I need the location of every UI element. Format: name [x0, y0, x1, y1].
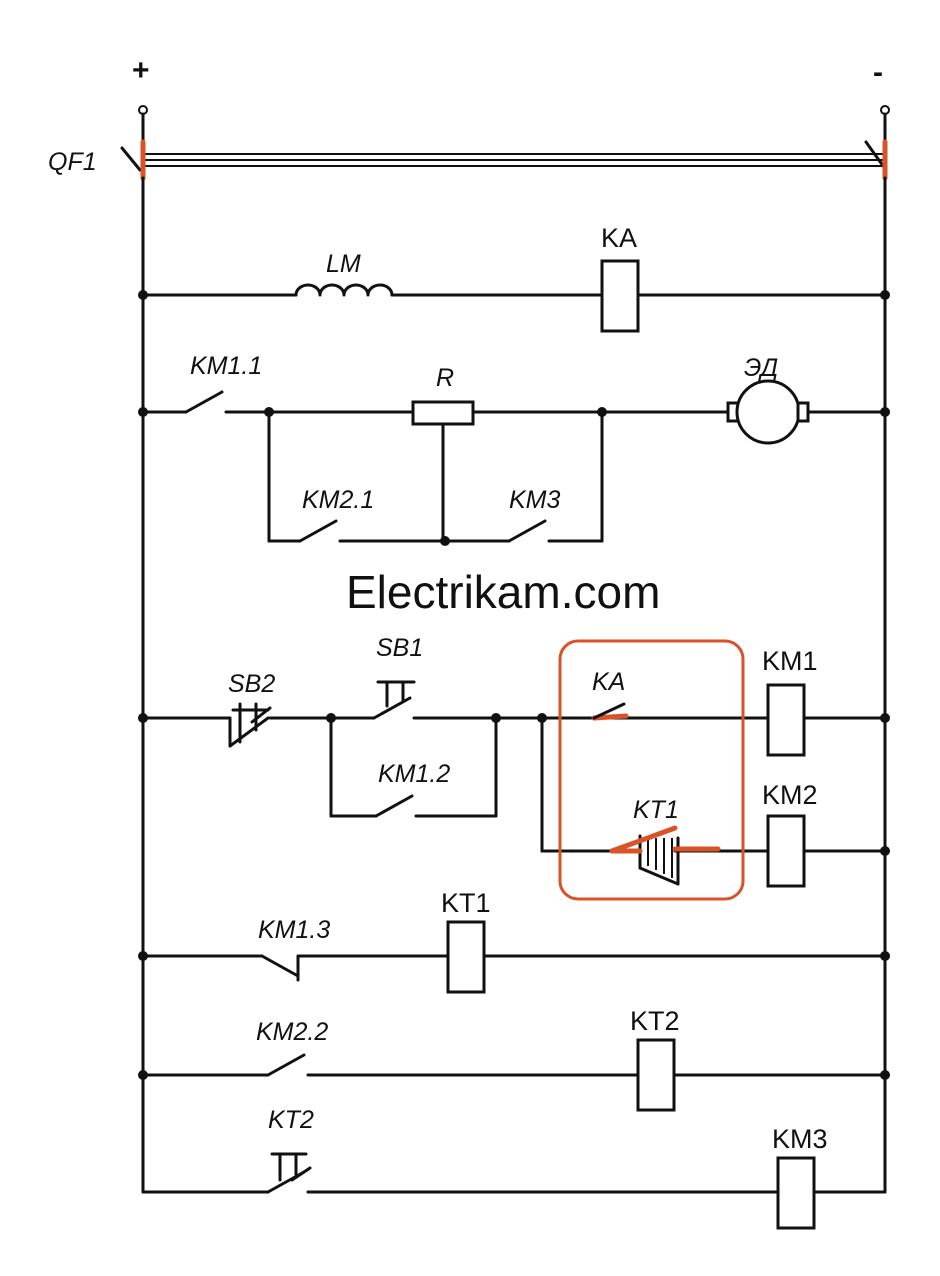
contact-km12-label: KM1.2	[378, 760, 450, 788]
junction-dot	[880, 290, 890, 300]
coil-km2-label: KM2	[762, 780, 818, 810]
row-kt2	[138, 1038, 890, 1112]
contact-km22-label: KM2.2	[256, 1018, 328, 1046]
row-motor	[138, 379, 890, 546]
motor-ed	[735, 379, 801, 445]
contact-km3-blade	[507, 519, 547, 543]
contact-km11-blade	[184, 390, 224, 414]
resistor-r	[411, 400, 475, 426]
stop-button-sb2	[228, 702, 272, 748]
plus-terminal-label: +	[132, 54, 150, 87]
contact-ka-highlight	[591, 713, 629, 721]
breaker-label: QF1	[48, 148, 97, 176]
field-winding-label: LM	[326, 250, 361, 278]
row-kt1	[138, 920, 890, 994]
coil-kt1-label: KT1	[441, 888, 491, 918]
junction-dot	[138, 290, 148, 300]
contact-km13-label: KM1.3	[258, 916, 330, 944]
coil-km1-label: KM1	[762, 646, 818, 676]
contact-km11-label: KM1.1	[190, 352, 262, 380]
breaker-qf1	[120, 139, 888, 181]
coil-kt2-label: KT2	[630, 1006, 680, 1036]
resistor-label: R	[436, 364, 454, 392]
start-button-label: SB1	[376, 634, 423, 662]
contact-km3-label: KM3	[509, 486, 561, 514]
row-km3	[141, 1152, 887, 1230]
relay-ka-coil	[600, 259, 640, 333]
relay-ka-label: KA	[601, 223, 637, 253]
timer-contact-kt1	[638, 834, 680, 886]
row-field	[138, 259, 890, 333]
motor-label: ЭД	[744, 354, 778, 382]
contact-ka-blade	[592, 702, 626, 720]
stop-button-label: SB2	[228, 670, 275, 698]
contact-km22-blade	[266, 1053, 306, 1077]
contact-km21-blade	[298, 519, 338, 543]
contact-km13-blade	[260, 954, 300, 978]
timer-button-kt2	[266, 1152, 312, 1194]
contact-km12-blade	[374, 794, 414, 818]
coil-kt1	[446, 920, 486, 994]
start-button-sb1	[372, 680, 416, 720]
minus-terminal-label: -	[873, 56, 883, 89]
contact-kt2-label: KT2	[268, 1106, 314, 1134]
coil-km1	[766, 683, 806, 757]
field-winding-coil	[294, 283, 394, 297]
coil-kt2	[636, 1038, 676, 1112]
watermark: Electrikam.com	[346, 566, 660, 618]
contact-km21-label: KM2.1	[302, 486, 374, 514]
timer-contact-label: KT1	[633, 796, 679, 824]
contact-ka-label: KA	[592, 668, 625, 696]
coil-km2	[766, 814, 806, 888]
row-km2	[540, 716, 890, 888]
timer-contact-blade-highlight	[609, 825, 678, 854]
coil-km3-label: KM3	[772, 1124, 828, 1154]
highlight-box	[558, 639, 745, 901]
coil-km3	[776, 1156, 816, 1230]
